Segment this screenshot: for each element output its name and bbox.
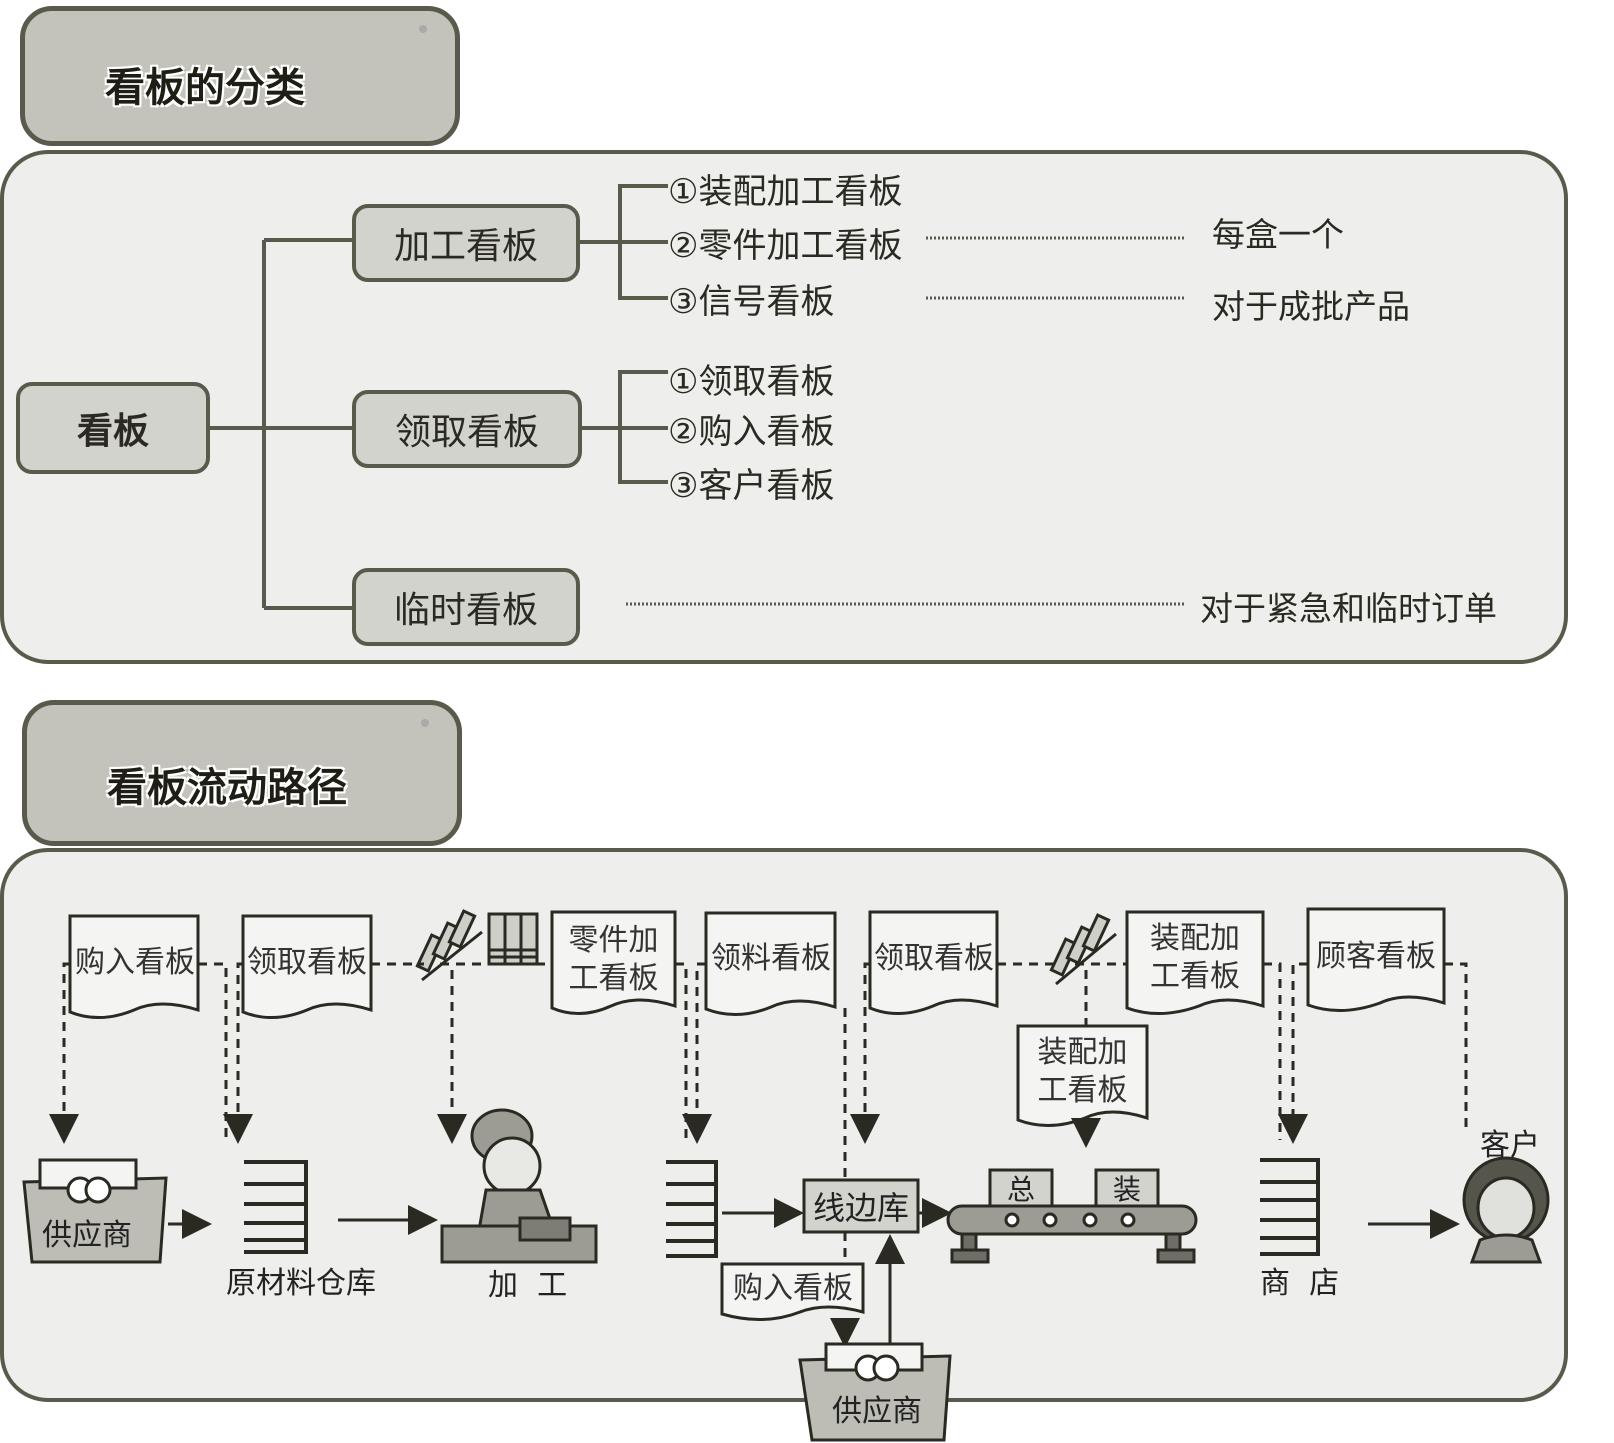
kanban-card-material-requisition: 领料看板	[711, 941, 831, 976]
category-node-withdrawal: 领取看板	[352, 390, 582, 468]
shelf-icon-store	[1260, 1158, 1320, 1256]
card-shape-customer	[1306, 907, 1446, 1013]
kanban-card-withdrawal: 领取看板	[247, 945, 367, 980]
kanban-card-purchase: 购入看板	[75, 945, 195, 980]
kanban-post-icon-1	[415, 909, 483, 982]
section1-title: 看板的分类	[105, 65, 305, 111]
card-shape-parts	[550, 910, 677, 1015]
line-side-store-label: 线边库	[812, 1189, 909, 1227]
note-urgent-orders: 对于紧急和临时订单	[1200, 589, 1497, 628]
supplier-label-2: 供应商	[832, 1394, 922, 1429]
supplier-icon-1	[22, 1158, 168, 1264]
card-shape-withdraw1	[241, 914, 373, 1020]
assembly-conveyor-icon	[946, 1168, 1198, 1264]
card-shape-material	[704, 911, 837, 1017]
card-shape-purchase1	[68, 914, 200, 1020]
processing-label: 加 工	[488, 1268, 568, 1303]
leaf-customer-kanban: ③客户看板	[668, 466, 835, 506]
kanban-card-customer: 顾客看板	[1316, 939, 1436, 974]
decorative-dot	[421, 719, 429, 727]
category-node-temporary: 临时看板	[352, 568, 580, 646]
note-per-box: 每盒一个	[1212, 215, 1344, 254]
customer-label: 客户	[1480, 1128, 1540, 1163]
worker-machine-icon	[440, 1108, 598, 1264]
card-shape-purchase2	[720, 1262, 865, 1322]
raw-warehouse-label: 原材料仓库	[226, 1266, 376, 1301]
customer-icon	[1462, 1156, 1550, 1264]
decorative-dot	[419, 25, 427, 33]
leaf-purchase-kanban: ②购入看板	[668, 412, 835, 452]
section1-title-tab: 看板的分类	[20, 6, 460, 146]
line-side-store-box	[802, 1178, 920, 1234]
shelf-icon-buffer	[666, 1160, 718, 1258]
leaf-signal-kanban: ③信号看板	[668, 282, 835, 322]
leaf-parts-kanban: ②零件加工看板	[668, 226, 903, 266]
section2-title-tab: 看板流动路径	[22, 700, 462, 846]
section2-title: 看板流动路径	[107, 765, 347, 811]
tree-connectors	[208, 184, 1184, 610]
classification-panel	[0, 150, 1568, 664]
card-shape-withdraw2	[868, 910, 999, 1016]
kanban-card-purchase-2: 购入看板	[733, 1271, 853, 1306]
store-label: 商 店	[1260, 1266, 1340, 1301]
card-shape-assembly-top	[1125, 910, 1265, 1016]
kanban-rack-icon	[487, 912, 539, 966]
supplier-label-1: 供应商	[42, 1218, 132, 1253]
kanban-card-assembly-production-2: 装配加 工看板	[1037, 1035, 1128, 1108]
kanban-card-parts-production: 零件加 工看板	[568, 923, 659, 996]
kanban-card-assembly-production: 装配加 工看板	[1150, 921, 1240, 994]
note-batch-products: 对于成批产品	[1212, 287, 1410, 326]
category-node-processing: 加工看板	[352, 204, 580, 282]
shelf-icon-raw-warehouse	[244, 1160, 308, 1254]
supplier-icon-2	[798, 1342, 952, 1442]
assembly-box-label-1: 总	[1006, 1173, 1035, 1206]
leaf-assembly-kanban: ①装配加工看板	[668, 172, 903, 212]
leaf-withdrawal-kanban: ①领取看板	[668, 362, 835, 402]
card-shape-assembly-mid	[1016, 1024, 1149, 1128]
kanban-card-withdrawal-2: 领取看板	[874, 941, 994, 976]
kanban-post-icon-2	[1049, 913, 1117, 986]
assembly-box-label-2: 装	[1112, 1173, 1141, 1206]
root-node-kanban: 看板	[16, 382, 210, 474]
